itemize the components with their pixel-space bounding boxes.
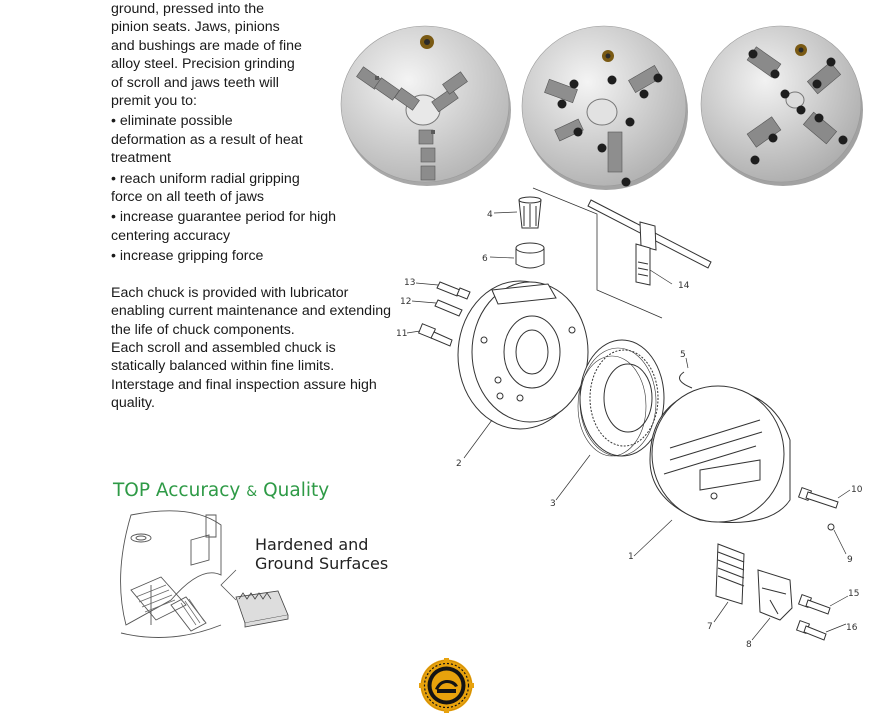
description-column: ground, pressed into the pinion seats. J… bbox=[111, 0, 411, 413]
four-jaw-chuck-photo bbox=[700, 25, 863, 186]
caption-line: Ground Surfaces bbox=[255, 554, 389, 573]
maintenance-paragraph: Each chuck is provided with lubricator e… bbox=[111, 284, 411, 413]
bullet-item: • eliminate possible deformation as a re… bbox=[111, 112, 411, 167]
part-label: 16 bbox=[846, 623, 858, 633]
jaw-7 bbox=[715, 543, 745, 605]
bullet-line: treatment bbox=[111, 150, 171, 167]
three-jaw-chuck-photo bbox=[340, 25, 511, 186]
bullet-line: deformation as a result of heat bbox=[111, 131, 303, 148]
chuck-body-flange bbox=[457, 280, 589, 430]
part-label: 1 bbox=[628, 552, 634, 562]
heading-word: Quality bbox=[263, 480, 330, 501]
bullet-item: • reach uniform radial gripping force on… bbox=[111, 170, 411, 207]
screw-13 bbox=[436, 281, 471, 300]
part-label: 11 bbox=[396, 329, 407, 339]
part-label: 5 bbox=[680, 350, 686, 360]
paragraph-line: Each scroll and assembled chuck is bbox=[111, 339, 336, 356]
part-label: 3 bbox=[550, 499, 556, 509]
part-label: 14 bbox=[678, 281, 690, 291]
heading-word: TOP bbox=[113, 480, 151, 501]
paragraph-line: Interstage and final inspection assure h… bbox=[111, 376, 377, 393]
bullet-line: • reach uniform radial gripping bbox=[111, 170, 300, 187]
screw-11 bbox=[417, 323, 453, 347]
intro-line: premit you to: bbox=[111, 93, 197, 110]
intro-line: pinion seats. Jaws, pinions bbox=[111, 19, 280, 36]
bullet-line: • increase gripping force bbox=[111, 248, 264, 265]
bullet-line: centering accuracy bbox=[111, 227, 231, 244]
part-label: 15 bbox=[848, 589, 859, 599]
bullet-line: • increase guarantee period for high bbox=[111, 209, 337, 226]
company-logo bbox=[419, 658, 474, 713]
hardened-caption: Hardened and Ground Surfaces bbox=[255, 535, 388, 573]
heading-word: Accuracy bbox=[155, 480, 241, 501]
intro-line: and bushings are made of fine bbox=[111, 37, 302, 54]
part-label: 8 bbox=[746, 640, 752, 650]
chuck-key bbox=[587, 199, 712, 286]
part-label: 4 bbox=[487, 210, 493, 220]
screw-15 bbox=[797, 593, 831, 615]
scroll-ring bbox=[577, 339, 665, 457]
intro-line: of scroll and jaws teeth will bbox=[111, 74, 279, 91]
bullet-item: • increase guarantee period for high cen… bbox=[111, 208, 411, 245]
part-label: 10 bbox=[851, 485, 863, 495]
paragraph-line: enabling current maintenance and extendi… bbox=[111, 303, 392, 320]
part-label: 9 bbox=[847, 555, 853, 565]
part-label: 7 bbox=[707, 622, 713, 632]
paragraph-line: Each chuck is provided with lubricator bbox=[111, 284, 349, 301]
bushing bbox=[515, 242, 545, 269]
paragraph-line: quality. bbox=[111, 395, 155, 412]
jaw-8 bbox=[757, 569, 793, 621]
screw-10 bbox=[797, 486, 839, 509]
intro-line: alloy steel. Precision grinding bbox=[111, 56, 295, 73]
paragraph-line: statically balanced within fine limits. bbox=[111, 358, 335, 375]
chuck-body bbox=[649, 385, 791, 523]
pin-12 bbox=[434, 299, 463, 317]
part-label: 6 bbox=[482, 254, 488, 264]
part-label: 2 bbox=[456, 459, 462, 469]
ball-9 bbox=[827, 523, 835, 531]
independent-jaw-chuck-photo bbox=[521, 25, 688, 190]
hardened-surfaces-illustration bbox=[120, 510, 237, 638]
part-label: 12 bbox=[400, 297, 411, 307]
bullet-line: • eliminate possible bbox=[111, 113, 233, 130]
feature-heading: TOP Accuracy & Quality bbox=[113, 480, 329, 501]
caption-line: Hardened and bbox=[255, 535, 369, 554]
wire-ring bbox=[679, 371, 693, 389]
paragraph-line: the life of chuck components. bbox=[111, 321, 295, 338]
part-label: 13 bbox=[404, 278, 415, 288]
screw-16 bbox=[795, 619, 827, 641]
jaw-teeth-illustration bbox=[235, 590, 289, 628]
bullet-line: force on all teeth of jaws bbox=[111, 189, 264, 206]
lubricator bbox=[518, 196, 542, 229]
heading-ampersand: & bbox=[246, 484, 258, 500]
intro-line: ground, pressed into the bbox=[111, 1, 265, 17]
bullet-item: • increase gripping force bbox=[111, 247, 411, 265]
